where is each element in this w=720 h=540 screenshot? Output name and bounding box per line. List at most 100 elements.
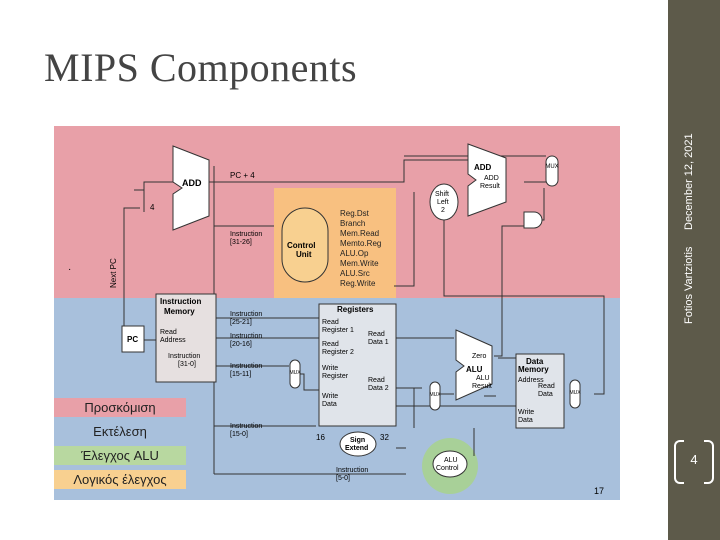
legend-item-execute: Εκτέλεση [54, 422, 186, 441]
write-register-label-1: Write [322, 365, 338, 372]
page-number: 4 [690, 452, 698, 467]
sixteen-label: 16 [316, 433, 325, 442]
read-address-label-2: Address [160, 337, 186, 344]
author-label: Fotios Vartziotis [683, 246, 695, 324]
alu-control-label-2: Control [436, 465, 459, 472]
instruction-20-16-label-1: Instruction [230, 333, 262, 340]
control-unit-label-2: Unit [296, 250, 312, 259]
control-signal: ALU.Src [340, 269, 370, 278]
sign-extend-shape [339, 431, 377, 457]
address-label: Address [518, 377, 544, 384]
write-data-label-1: Write [322, 393, 338, 400]
mux-memtoreg-shape [569, 379, 581, 409]
shift-left-2-shape [429, 183, 459, 221]
left-bracket [674, 440, 684, 484]
add-result-label-2: Result [480, 183, 500, 190]
zero-label: Zero [472, 353, 487, 360]
read-data-label-2: Data [538, 391, 553, 398]
pc-box [121, 325, 145, 353]
instruction-20-16-label-2: [20-16] [230, 341, 252, 348]
data-memory-box [515, 353, 565, 429]
control-signal-list: Reg.Dst Branch Mem.Read Memto.Reg ALU.Op… [340, 209, 381, 288]
alu-control-label-1: ALU [444, 457, 458, 464]
dot-label: · [68, 264, 71, 275]
slide-corner-number: 17 [594, 486, 604, 496]
sign-extend-label-1: Sign [350, 437, 365, 444]
read-data-1-label-1: Read [368, 331, 385, 338]
read-data-2-label-2: Data 2 [368, 385, 389, 392]
instruction-15-0-label-1: Instruction [230, 423, 262, 430]
instruction-31-26-label-2: [31-26] [230, 239, 252, 246]
alu-shape [455, 329, 493, 401]
read-data-label-1: Read [538, 383, 555, 390]
instruction-15-11-label-2: [15-11] [230, 371, 251, 378]
read-data-1-label-2: Data 1 [368, 339, 389, 346]
read-register-2-label-1: Read [322, 341, 339, 348]
write-register-label-2: Register [322, 373, 349, 380]
add-left-shape [172, 145, 210, 231]
shift-left-2-label-1: Shift [435, 191, 449, 198]
thirtytwo-label: 32 [380, 433, 389, 442]
instruction-31-26-label-1: Instruction [230, 231, 262, 238]
control-unit-box [281, 207, 329, 283]
control-signal: Mem.Write [340, 259, 379, 268]
instruction-memory-label-1: Instruction [160, 297, 201, 306]
date-label: December 12, 2021 [683, 133, 695, 230]
write-data-label-2: Data [322, 401, 337, 408]
read-address-label-1: Read [160, 329, 177, 336]
add-right-shape [467, 143, 507, 217]
add-left-label: ADD [182, 178, 202, 188]
registers-label: Registers [337, 305, 374, 314]
control-signal: Reg.Write [340, 279, 376, 288]
legend-item-logic-control: Λογικός έλεγχος [54, 470, 186, 489]
alu-label: ALU [466, 365, 483, 374]
mux-alusrc-shape [429, 381, 441, 411]
instruction-5-0-label-2: [5-0] [336, 475, 350, 482]
instruction-25-21-label-1: Instruction [230, 311, 262, 318]
mux-regdst-shape [289, 359, 301, 389]
dm-write-data-label-1: Write [518, 409, 534, 416]
data-memory-label-1: Data [526, 357, 544, 366]
alu-result-label-2: Result [472, 383, 492, 390]
read-register-1-label-2: Register 1 [322, 327, 354, 334]
control-signal: Mem.Read [340, 229, 379, 238]
instruction-31-0-label-1: Instruction [168, 353, 200, 360]
read-register-1-label-1: Read [322, 319, 339, 326]
mux-top-shape [545, 155, 559, 187]
add-result-label-1: ADD [484, 175, 499, 182]
registers-box [318, 303, 397, 427]
instruction-31-0-label-2: [31-0] [178, 361, 196, 368]
instruction-15-11-label-1: Instruction [230, 363, 262, 370]
data-memory-label-2: Memory [518, 365, 549, 374]
dm-write-data-label-2: Data [518, 417, 533, 424]
alu-result-label-1: ALU [476, 375, 490, 382]
sign-extend-label-2: Extend [345, 445, 368, 452]
instruction-25-21-label-2: [25-21] [230, 319, 252, 326]
read-register-2-label-2: Register 2 [322, 349, 354, 356]
mux-alusrc-label: MUX [429, 392, 441, 398]
instruction-memory-label-2: Memory [164, 307, 195, 316]
read-data-2-label-1: Read [368, 377, 385, 384]
shift-left-2-label-3: 2 [441, 207, 445, 214]
right-sidebar [668, 0, 720, 540]
legend-item-fetch: Προσκόμιση [54, 398, 186, 417]
page-number-box: 4 [674, 440, 714, 484]
mux-memtoreg-label: MUX [569, 390, 581, 396]
alu-control-shape [432, 450, 468, 478]
shift-left-2-label-2: Left [437, 199, 449, 206]
four-label: 4 [150, 203, 155, 212]
legend-item-alu-control: Έλεγχος ALU [54, 446, 186, 465]
instruction-memory-box [155, 293, 217, 383]
control-signal: ALU.Op [340, 249, 369, 258]
pc-label: PC [127, 335, 138, 344]
mips-datapath-diagram: ADD PC + 4 4 Next PC · PC Instruction Me… [54, 126, 620, 500]
pc-plus-4-label: PC + 4 [230, 171, 255, 180]
add-right-label: ADD [474, 163, 492, 172]
control-signal: Branch [340, 219, 365, 228]
slide-title: MIPS Components [44, 45, 358, 90]
mux-regdst-label: MUX [289, 370, 301, 376]
right-bracket [704, 440, 714, 484]
next-pc-label: Next PC [109, 258, 118, 288]
instruction-15-0-label-2: [15-0] [230, 431, 248, 438]
and-gate-shape [523, 211, 543, 229]
